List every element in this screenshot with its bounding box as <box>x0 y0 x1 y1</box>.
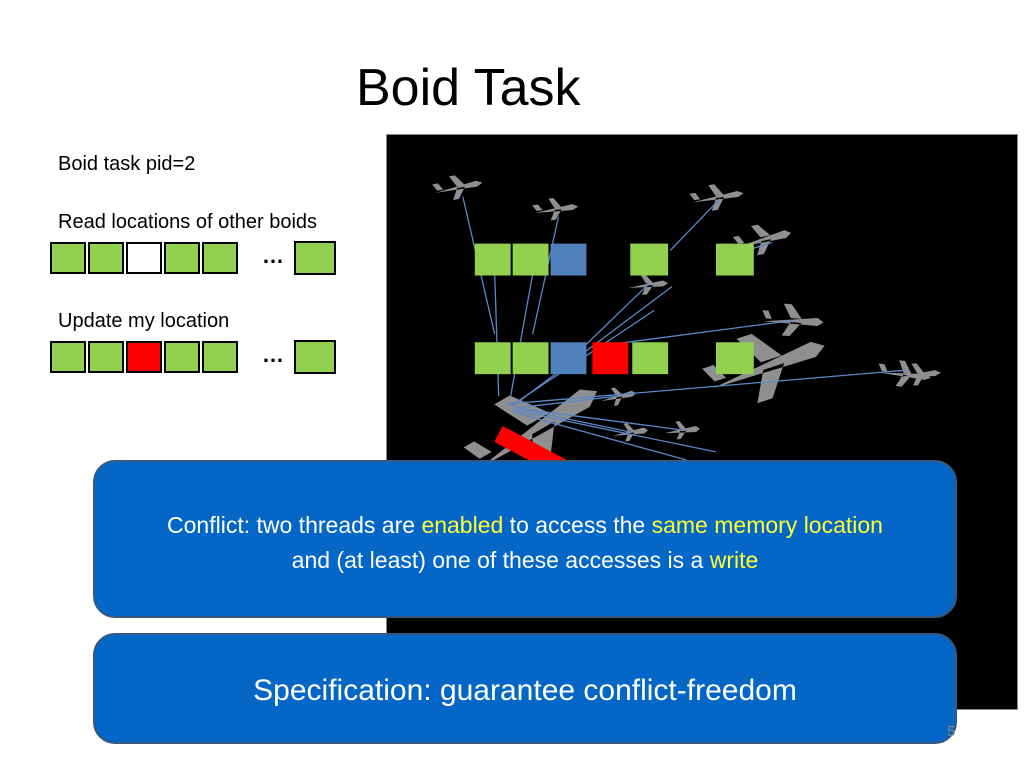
read-array <box>50 242 238 274</box>
scene-read-cell <box>512 243 549 276</box>
conflict-highlight-write: write <box>709 547 759 573</box>
update-cell <box>202 341 238 373</box>
read-ellipsis: … <box>262 243 284 268</box>
plane-icon <box>664 421 700 440</box>
scene-read-cell <box>550 243 587 276</box>
conflict-text-part1: Conflict: two threads are <box>167 512 422 538</box>
conflict-highlight-enabled: enabled <box>421 512 504 538</box>
update-last-cell <box>294 340 336 374</box>
plane-icon <box>600 387 636 406</box>
plane-icon <box>897 363 942 386</box>
read-cell <box>88 242 124 274</box>
conflict-callout: Conflict: two threads are enabled to acc… <box>93 460 957 618</box>
boid-scene-svg <box>432 175 942 476</box>
read-cell <box>164 242 200 274</box>
specification-callout: Specification: guarantee conflict-freedo… <box>93 633 957 744</box>
scene-read-cell <box>630 243 669 276</box>
scene-update-cell <box>592 342 629 375</box>
scene-update-cell <box>512 342 549 375</box>
plane-icon <box>732 224 792 256</box>
update-array <box>50 341 238 373</box>
read-cell <box>50 242 86 274</box>
slide-title: Boid Task <box>356 59 581 117</box>
update-cell <box>88 341 124 373</box>
scene-arrays <box>474 243 754 375</box>
scene-update-cell <box>550 342 587 375</box>
plane-icon <box>878 360 931 387</box>
pid-label: Boid task pid=2 <box>58 153 196 175</box>
plane-icon <box>432 175 483 200</box>
read-cell <box>126 242 162 274</box>
plane-icon <box>702 333 825 404</box>
update-cell <box>164 341 200 373</box>
update-cell <box>126 341 162 373</box>
update-label: Update my location <box>58 310 230 332</box>
conflict-highlight-memory: same memory location <box>651 512 883 538</box>
scene-update-cell <box>632 342 669 375</box>
scene-update-cell <box>715 342 754 375</box>
plane-icon <box>689 184 744 211</box>
boid-simulation-scene <box>386 134 1018 710</box>
scene-read-cell <box>474 243 511 276</box>
read-label: Read locations of other boids <box>58 211 318 233</box>
specification-text: Specification: guarantee conflict-freedo… <box>253 674 797 707</box>
plane-icon <box>463 389 597 474</box>
update-ellipsis: … <box>262 342 284 367</box>
update-cell <box>50 341 86 373</box>
read-cell <box>202 242 238 274</box>
conflict-text-part3: and (at least) one of these accesses is … <box>291 547 710 573</box>
conflict-text-part2: to access the <box>503 512 652 538</box>
page-number: 5 <box>947 723 956 740</box>
scene-read-cell <box>715 243 754 276</box>
plane-icon <box>532 198 579 221</box>
plane-icon <box>612 423 649 442</box>
scene-update-cell <box>474 342 511 375</box>
read-last-cell <box>294 241 336 275</box>
